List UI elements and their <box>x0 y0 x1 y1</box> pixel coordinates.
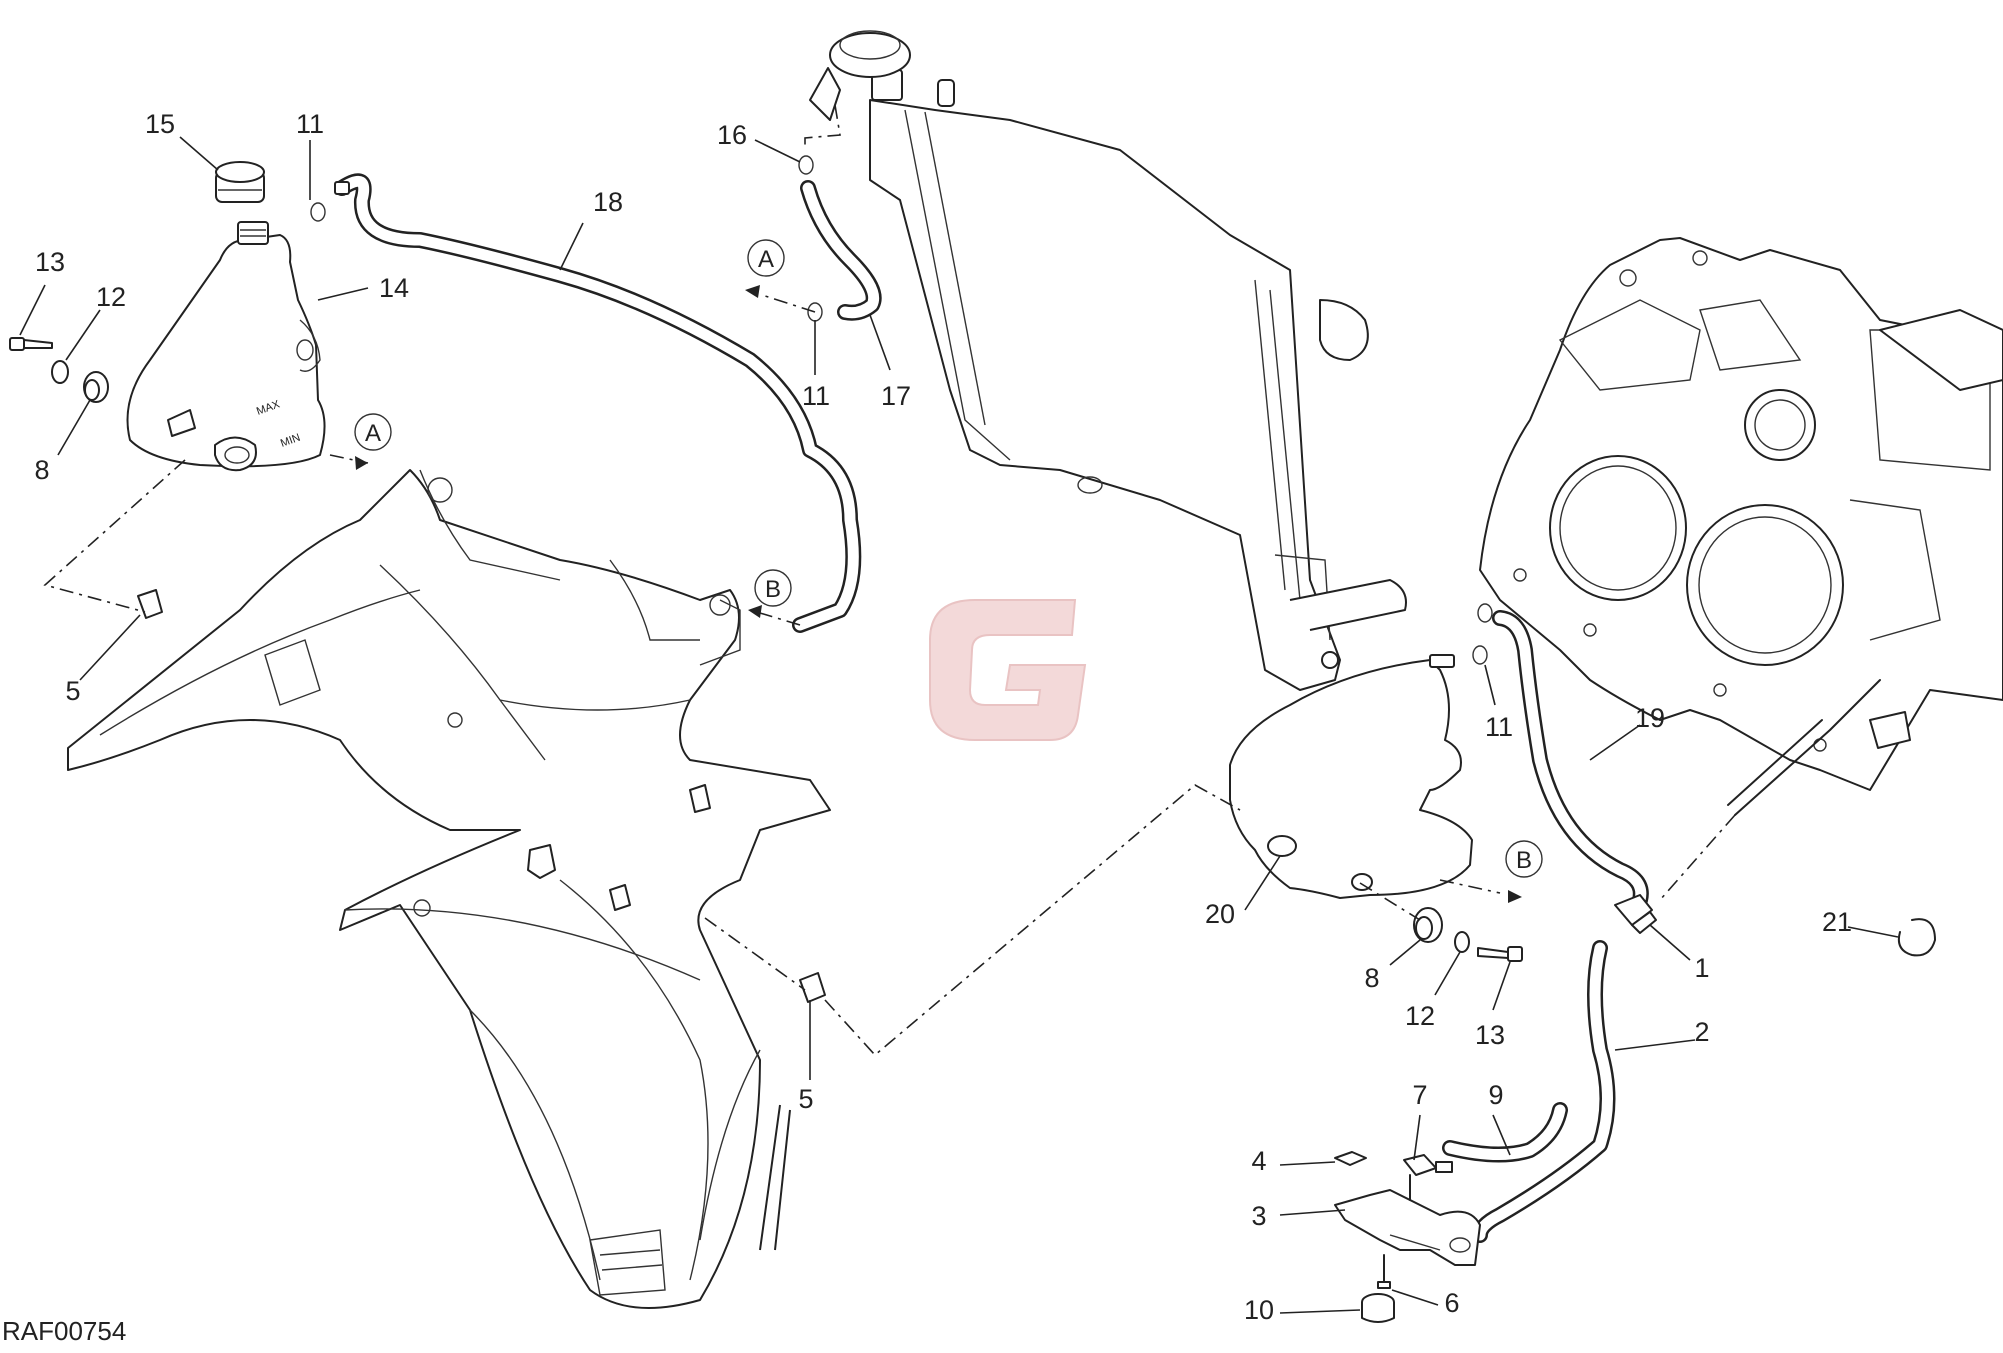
clip-nut-right <box>799 972 826 1003</box>
callout-13: 13 <box>35 247 65 277</box>
leader-lines <box>19 136 1899 1314</box>
washer-right <box>1454 931 1470 953</box>
reference-marker-b-hose: B <box>754 569 792 607</box>
hose-clip-21 <box>1897 918 1936 957</box>
callout-15: 15 <box>145 109 175 139</box>
expansion-tank: MAX MIN <box>126 221 326 472</box>
watermark-logo <box>929 599 1087 741</box>
callout-18: 18 <box>593 187 623 217</box>
callout-10: 10 <box>1244 1295 1274 1325</box>
callout-11-right: 11 <box>1485 712 1513 742</box>
callout-12: 12 <box>96 282 126 312</box>
callout-8-right: 8 <box>1364 963 1379 993</box>
bolt-right <box>1477 946 1523 962</box>
screw <box>1377 1254 1391 1289</box>
callout-13-right: 13 <box>1475 1020 1505 1050</box>
recovery-tank <box>1229 645 1488 899</box>
hose-9 <box>1442 1102 1568 1163</box>
callout-20: 20 <box>1205 899 1235 929</box>
drawing-code: RAF00754 <box>2 1316 126 1346</box>
svg-text:B: B <box>1516 847 1532 874</box>
callout-2: 2 <box>1694 1017 1709 1047</box>
callout-4: 4 <box>1251 1146 1266 1176</box>
grommet-right <box>1413 907 1443 943</box>
engine-block <box>1479 237 2003 816</box>
callout-labels: 15 11 13 12 14 8 5 18 16 11 17 5 11 19 2… <box>34 109 1852 1325</box>
svg-text:B: B <box>765 576 781 603</box>
reference-marker-a-hose: A <box>747 239 785 277</box>
radiator <box>804 30 1407 691</box>
callout-14: 14 <box>379 273 409 303</box>
hose-19 <box>1477 603 1649 908</box>
bolt-left <box>9 337 53 351</box>
svg-text:A: A <box>758 246 774 273</box>
hose-18 <box>334 173 862 633</box>
bleed-valve <box>1403 1154 1453 1201</box>
grommet-bottom <box>1361 1293 1395 1323</box>
callout-11: 11 <box>296 109 324 139</box>
callout-3: 3 <box>1251 1201 1266 1231</box>
callout-5-right: 5 <box>798 1084 813 1114</box>
callout-9: 9 <box>1488 1080 1503 1110</box>
hose-clamp <box>310 202 326 222</box>
svg-text:A: A <box>365 420 381 447</box>
assembly-lines <box>43 294 1736 1057</box>
callout-6: 6 <box>1444 1288 1459 1318</box>
clip-nut-left <box>137 589 163 619</box>
grommet-left <box>83 371 109 403</box>
callout-12-right: 12 <box>1405 1001 1435 1031</box>
reference-arrows <box>355 285 1522 903</box>
callout-8: 8 <box>34 455 49 485</box>
hose-17 <box>798 155 882 322</box>
mounting-bracket <box>1334 1189 1481 1266</box>
callout-17: 17 <box>881 381 911 411</box>
fairing-panel <box>67 469 831 1309</box>
washer-left <box>51 360 69 384</box>
hose-fitting <box>1614 894 1657 934</box>
callout-19: 19 <box>1635 703 1665 733</box>
callout-1: 1 <box>1694 953 1709 983</box>
rubber-pad <box>1334 1151 1367 1166</box>
hose-2 <box>1472 940 1616 1243</box>
callout-5: 5 <box>65 676 80 706</box>
callout-11-mid: 11 <box>802 381 830 411</box>
reference-marker-b-tank: B <box>1505 840 1543 878</box>
tank-cap <box>215 161 265 203</box>
callout-16: 16 <box>717 120 747 150</box>
callout-7: 7 <box>1412 1080 1427 1110</box>
reference-marker-a-tank: A <box>354 413 392 451</box>
callout-21: 21 <box>1822 907 1852 937</box>
